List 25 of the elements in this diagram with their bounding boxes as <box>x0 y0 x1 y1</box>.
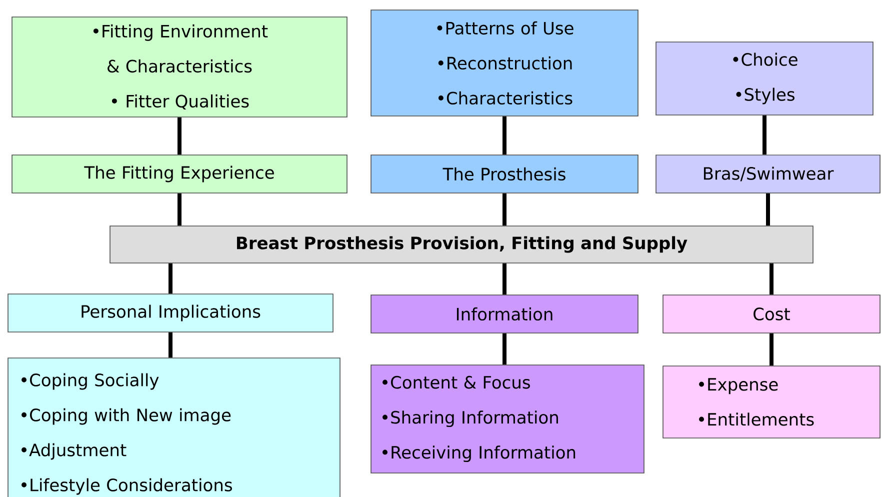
topic-box: •Fitting Environment & Characteristics • Fitter Qualities <box>12 16 348 118</box>
topic-box: •Choice •Styles <box>656 42 874 116</box>
connector-line <box>502 193 506 226</box>
connector-line <box>770 263 774 295</box>
topic-box: •Expense •Entitlements <box>662 366 880 438</box>
theme-box: Cost <box>662 294 880 334</box>
theme-box: The Fitting Experience <box>12 154 348 194</box>
theme-box: Bras/Swimwear <box>656 154 880 194</box>
connector-line <box>770 333 774 366</box>
connector-line <box>178 193 182 226</box>
topic-box: •Coping Socially •Coping with New image •Adjustment •Lifestyle Considerations <box>8 358 340 497</box>
topic-box: •Content & Focus •Sharing Information •Receiving Information <box>370 364 644 474</box>
connector-line <box>762 115 766 155</box>
theme-box: The Prosthesis <box>370 154 638 194</box>
connector-line <box>502 263 506 295</box>
topic-box: •Patterns of Use •Reconstruction •Characteristics <box>370 10 638 116</box>
connector-line <box>178 117 182 155</box>
connector-line <box>502 333 506 365</box>
connector-line <box>168 332 172 358</box>
connector-line <box>168 263 172 294</box>
central-box: Breast Prosthesis Provision, Fitting and Supply <box>110 226 814 264</box>
connector-line <box>766 193 770 226</box>
theme-box: Information <box>370 294 638 334</box>
theme-box: Personal Implications <box>8 294 334 332</box>
connector-line <box>502 116 506 155</box>
